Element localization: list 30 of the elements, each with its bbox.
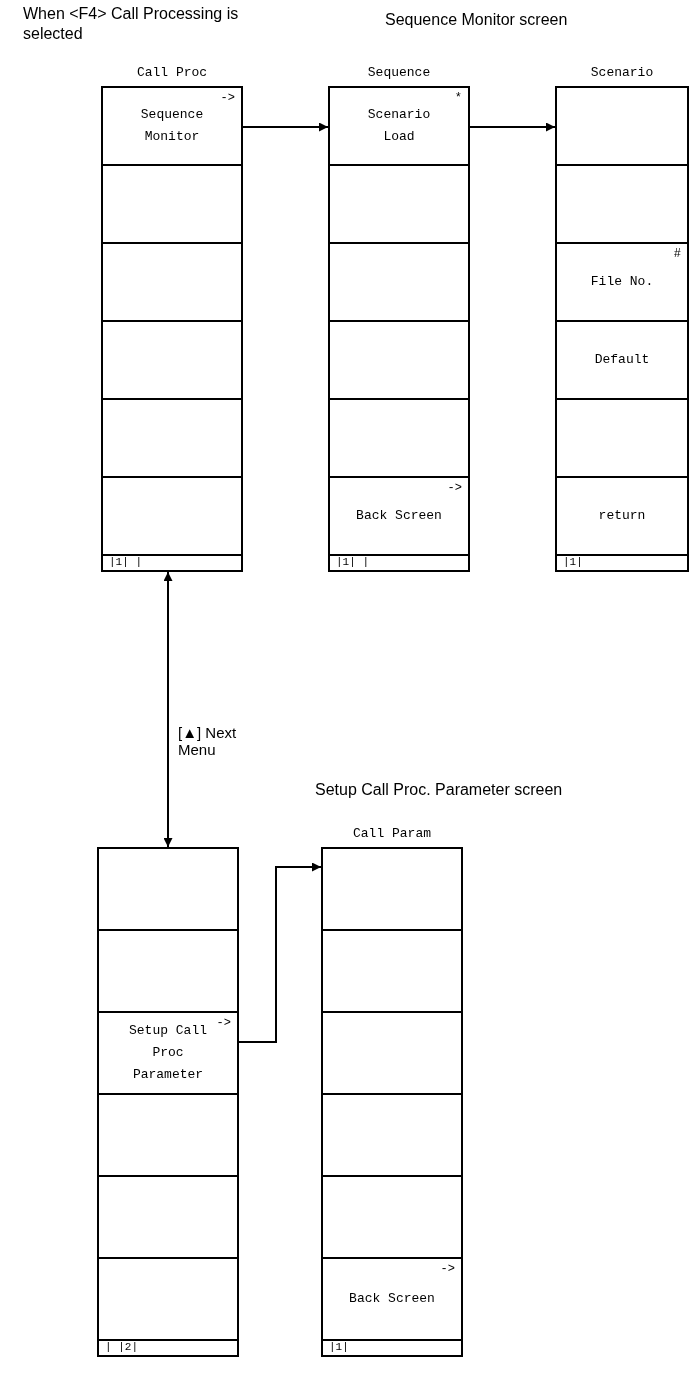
menu-title: Call Param: [352, 826, 432, 841]
arrow: [163, 571, 173, 848]
key-label: return: [597, 507, 647, 525]
page-indicator: |1| |: [330, 556, 468, 570]
arrow: [236, 862, 322, 1043]
screen-caption: When <F4> Call Processing is selected: [23, 4, 240, 44]
menu-title: Call Proc: [135, 65, 209, 80]
page-indicator: |1| |: [103, 556, 241, 570]
key-mark: *: [454, 91, 462, 105]
key-mark: ->: [447, 481, 462, 495]
menu-title: Scenario: [589, 65, 655, 80]
key-label: File No.: [589, 273, 655, 291]
page-indicator: |1|: [557, 556, 687, 570]
key-mark: ->: [216, 1016, 231, 1030]
page-indicator: |1|: [323, 1341, 461, 1355]
key-label: Back Screen: [348, 1290, 436, 1308]
key-label: Sequence Monitor: [139, 106, 205, 146]
key-label: Setup Call Proc Parameter: [128, 1022, 208, 1084]
screen-caption: Sequence Monitor screen: [385, 10, 569, 30]
key-mark: ->: [220, 91, 235, 105]
key-mark: ->: [440, 1262, 455, 1276]
key-mark: #: [673, 247, 681, 261]
menu-title: Sequence: [366, 65, 432, 80]
key-label: Scenario Load: [366, 106, 432, 146]
key-label: Back Screen: [355, 507, 443, 525]
page-indicator: | |2|: [99, 1341, 237, 1355]
screen-caption: Setup Call Proc. Parameter screen: [315, 780, 564, 800]
key-label: Default: [593, 351, 651, 369]
arrow: [467, 122, 556, 132]
arrow: [240, 122, 329, 132]
